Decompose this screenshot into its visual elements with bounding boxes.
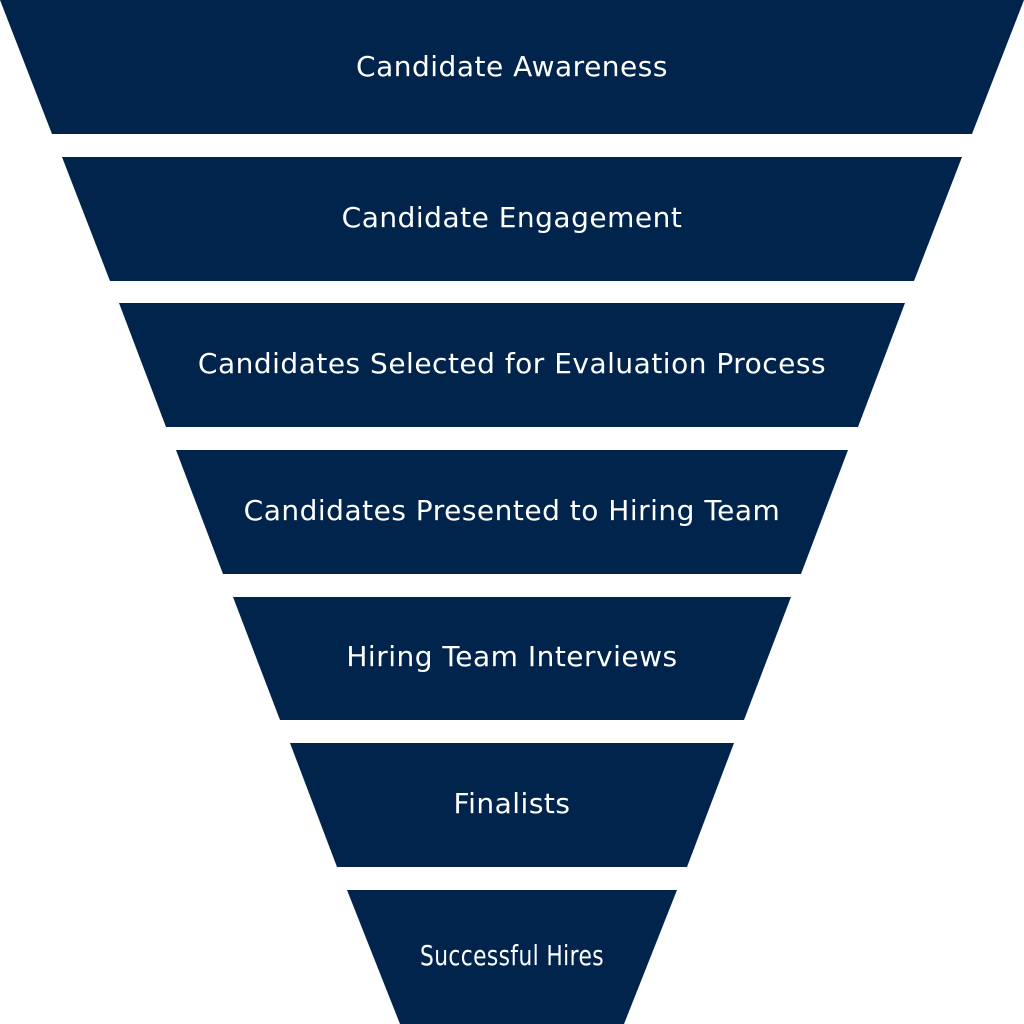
funnel-stage-shape (233, 597, 791, 720)
funnel-stage-shape (290, 743, 734, 867)
funnel-stage-shape (62, 157, 962, 281)
funnel-stage-label: Candidate Engagement (342, 201, 683, 234)
funnel-stage-label: Candidate Awareness (356, 50, 668, 83)
funnel-stage-label: Hiring Team Interviews (346, 640, 677, 673)
funnel-stage-shape (176, 450, 848, 574)
funnel-stage: Candidates Presented to Hiring Team (176, 450, 848, 574)
funnel-stage-label: Candidates Selected for Evaluation Proce… (198, 347, 826, 380)
funnel-stage: Hiring Team Interviews (233, 597, 791, 720)
funnel-stage: Candidate Engagement (62, 157, 962, 281)
funnel-stage-label: Finalists (454, 787, 571, 820)
funnel-stage-label: Candidates Presented to Hiring Team (244, 494, 781, 527)
funnel-stage-shape (0, 0, 1024, 134)
funnel-stage: Candidates Selected for Evaluation Proce… (119, 303, 905, 427)
funnel-stage-label: Successful Hires (420, 939, 604, 972)
funnel-stage-shape (347, 890, 677, 1024)
funnel-stage: Finalists (290, 743, 734, 867)
funnel-stage-shape (119, 303, 905, 427)
funnel-stage: Successful Hires (347, 890, 677, 1024)
funnel-stage: Candidate Awareness (0, 0, 1024, 134)
